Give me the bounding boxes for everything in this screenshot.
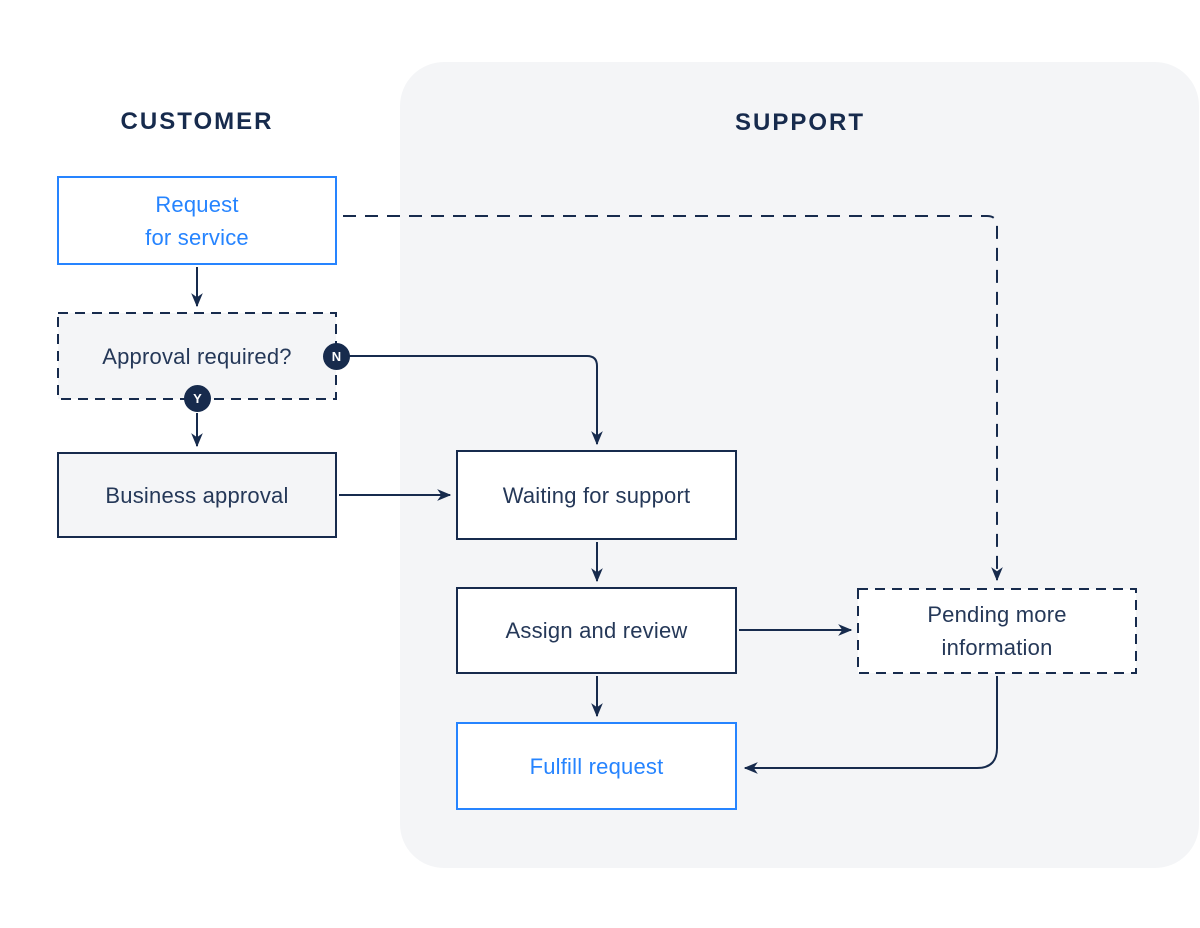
edge-approval-no-to-waiting [349,355,603,446]
lane-title-support: SUPPORT [734,109,865,136]
node-fulfill-request-label: Fulfill request [529,753,664,779]
node-pending-more-information: Pending more information [857,588,1137,674]
node-pending-more-information-label: Pending more information [927,602,1067,660]
branch-no-badge: N [323,343,350,370]
node-business-approval-label: Business approval [105,482,289,508]
node-waiting-for-support: Waiting for support [456,450,737,540]
node-fulfill-request: Fulfill request [456,722,737,810]
pending-more-information-box-outline [857,588,1137,674]
node-assign-and-review: Assign and review [456,587,737,674]
edge-pending-to-fulfill [743,676,998,774]
approval-required-box-outline [57,312,337,400]
node-request-for-service-label: Request for service [145,191,249,250]
node-business-approval: Business approval [57,452,337,538]
lane-title-customer: CUSTOMER [120,108,274,135]
branch-yes-badge: Y [184,385,211,412]
edge-request-to-pending-dashed [343,215,1003,582]
node-assign-and-review-label: Assign and review [505,618,688,643]
node-approval-required: Approval required? [57,312,337,400]
node-approval-required-label: Approval required? [102,343,292,369]
node-waiting-for-support-label: Waiting for support [502,482,691,508]
node-request-for-service: Request for service [57,176,337,265]
